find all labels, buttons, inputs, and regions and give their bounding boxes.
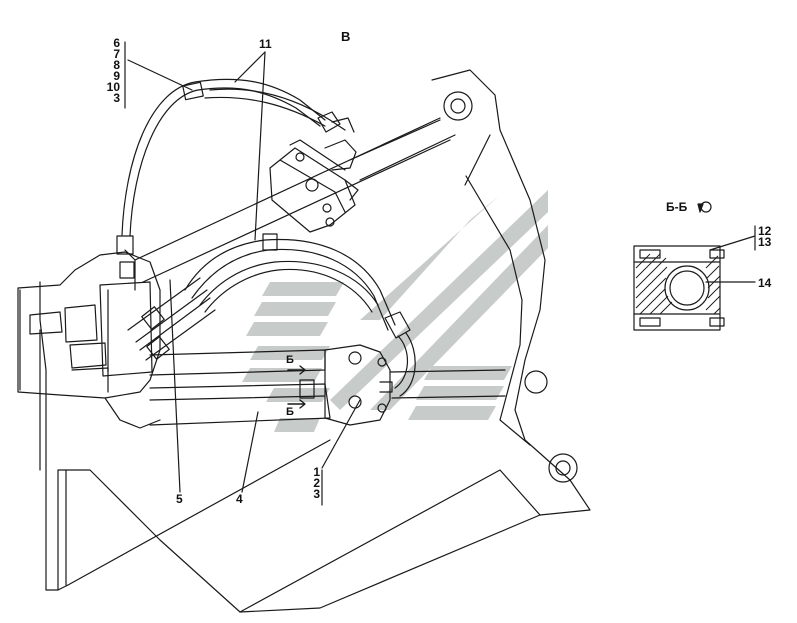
leader-4 (241, 411, 259, 493)
callout-14: 14 (758, 276, 772, 290)
callout-2: 2 (313, 476, 320, 490)
callout-1: 1 (313, 465, 320, 479)
leader-group-left (127, 59, 193, 91)
line-work (17, 41, 756, 613)
callout-3-bottom: 3 (313, 487, 320, 501)
upper-pivot-boss (443, 91, 473, 121)
callout-8: 8 (113, 58, 120, 72)
upper-cross-tube (134, 117, 441, 261)
view-label: В (341, 29, 351, 44)
callout-4: 4 (236, 492, 243, 506)
leader-11-left (234, 51, 266, 83)
left-manifold (17, 235, 161, 471)
section-detail (633, 201, 725, 331)
callout-12: 12 (758, 224, 772, 238)
upper-valve-block (269, 139, 359, 233)
leader-5 (169, 279, 181, 493)
callout-10: 10 (106, 80, 120, 94)
leader-group-bottom (321, 399, 361, 469)
hose-lower-outer (184, 238, 396, 326)
section-mark-lower: Б (286, 406, 294, 418)
callout-6: 6 (113, 36, 120, 50)
leader-group-section (709, 235, 756, 251)
callout-9: 9 (113, 69, 120, 83)
callout-3-left: 3 (113, 91, 120, 105)
upper-hose-fitting (182, 81, 204, 101)
section-hatching (635, 253, 721, 315)
callout-5: 5 (176, 492, 183, 506)
callout-7: 7 (113, 47, 120, 61)
section-title: Б-Б (666, 200, 688, 214)
hose-upper-outer (121, 78, 326, 236)
callout-group-section: 12 13 (758, 224, 778, 249)
callout-13: 13 (758, 235, 772, 249)
cylinder-4 (149, 383, 331, 426)
callout-11: 11 (259, 37, 272, 51)
watermark-logo (242, 190, 548, 432)
middle-pivot-boss (524, 370, 548, 394)
lower-pivot-boss (548, 453, 578, 483)
boom-frame (39, 69, 591, 613)
callout-group-bottom: 1 2 3 (302, 465, 320, 501)
boom-inner-edge (465, 175, 531, 446)
callout-group-left: 6 7 8 9 10 3 (98, 36, 120, 105)
leader-11-right (254, 51, 266, 241)
section-mark-upper: Б (286, 354, 294, 366)
lower-hose-fitting (262, 233, 278, 251)
